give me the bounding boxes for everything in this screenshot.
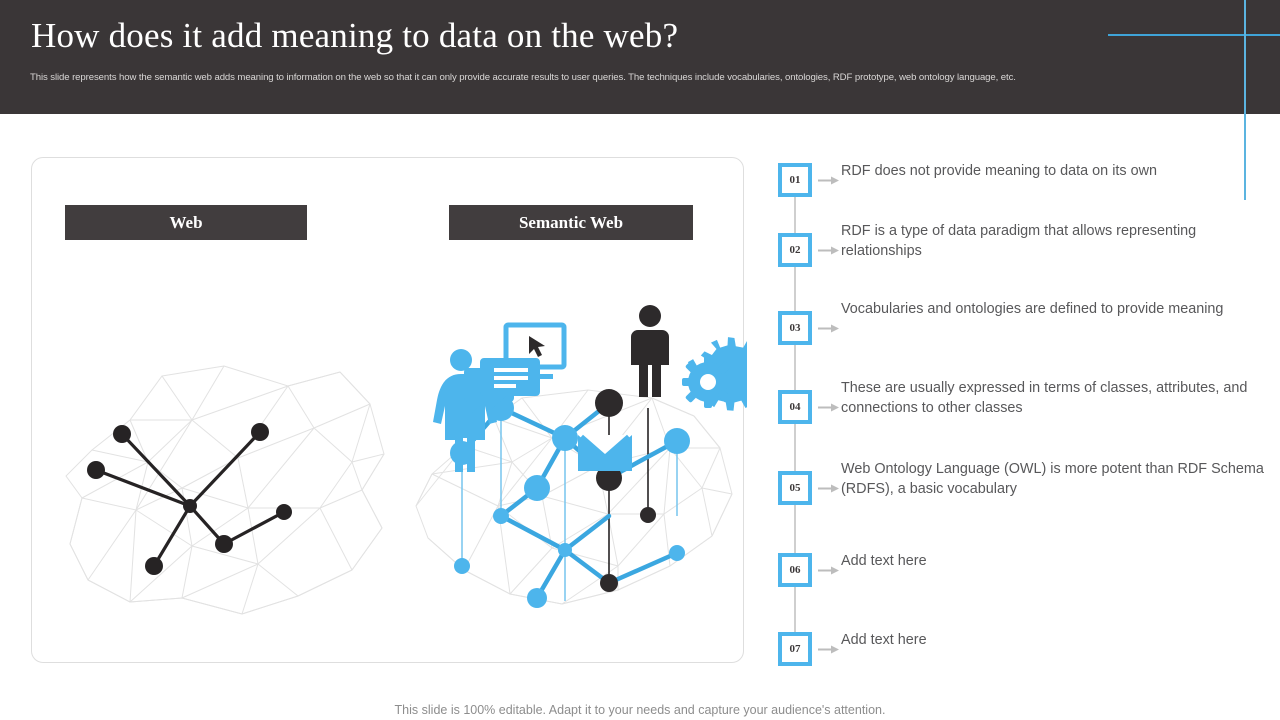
- steps-list: 01 RDF does not provide meaning to data …: [778, 155, 1268, 675]
- column-header-semantic-web: Semantic Web: [449, 205, 693, 240]
- step-connector-05: [794, 505, 796, 577]
- step-text-04: These are usually expressed in terms of …: [841, 380, 1248, 416]
- step-arrow-07-icon: [818, 645, 839, 654]
- web-network-diagram: [65, 365, 385, 615]
- gear-icon: [687, 337, 747, 411]
- chat-bubbles-icon-front: [480, 358, 540, 409]
- step-badge-07[interactable]: 07: [778, 632, 812, 666]
- diagram-card: Web Semantic Web: [31, 157, 747, 663]
- step-connector-04: [794, 424, 796, 496]
- step-text-05: Web Ontology Language (OWL) is more pote…: [841, 461, 1264, 497]
- step-connector-03: [794, 345, 796, 415]
- step-connector-02: [794, 267, 796, 337]
- step-text-01: RDF does not provide meaning to data on …: [841, 163, 1157, 179]
- person-icon: [631, 305, 669, 397]
- step-arrow-02-icon: [818, 246, 839, 255]
- column-header-semantic-web-label: Semantic Web: [518, 212, 624, 232]
- envelope-icon: [578, 434, 632, 471]
- step-text-07: Add text here: [841, 632, 927, 648]
- step-connector-01: [794, 197, 796, 267]
- web-highlight-nodes: [87, 423, 292, 575]
- step-arrow-03-icon: [818, 324, 839, 333]
- step-badge-04[interactable]: 04: [778, 390, 812, 424]
- step-badge-01[interactable]: 01: [778, 163, 812, 197]
- step-connector-06: [794, 587, 796, 663]
- semantic-dark-nodes: [595, 389, 656, 592]
- footer-note: This slide is 100% editable. Adapt it to…: [394, 703, 886, 717]
- column-header-web: Web: [65, 205, 307, 240]
- header-band: [0, 0, 1280, 114]
- step-arrow-04-icon: [818, 403, 839, 412]
- step-badge-06[interactable]: 06: [778, 553, 812, 587]
- page-title: How does it add meaning to data on the w…: [31, 16, 679, 55]
- step-badge-02[interactable]: 02: [778, 233, 812, 267]
- step-text-03: Vocabularies and ontologies are defined …: [841, 301, 1224, 317]
- decorative-horizontal-line: [1108, 34, 1280, 36]
- step-arrow-06-icon: [818, 566, 839, 575]
- semantic-mesh-background: [415, 389, 733, 605]
- web-highlight-edges: [94, 430, 286, 568]
- step-badge-03[interactable]: 03: [778, 311, 812, 345]
- gear-icon-teeth: [682, 356, 734, 408]
- decorative-vertical-line: [1244, 0, 1246, 200]
- column-header-web-label: Web: [169, 212, 203, 232]
- step-arrow-05-icon: [818, 484, 839, 493]
- step-text-02: RDF is a type of data paradigm that allo…: [841, 223, 1197, 259]
- semantic-web-network-diagram: [415, 305, 747, 608]
- web-mesh-background: [65, 365, 385, 615]
- step-arrow-01-icon: [818, 176, 839, 185]
- step-text-06: Add text here: [841, 553, 927, 569]
- step-badge-05[interactable]: 05: [778, 471, 812, 505]
- page-subtitle: This slide represents how the semantic w…: [30, 72, 1016, 83]
